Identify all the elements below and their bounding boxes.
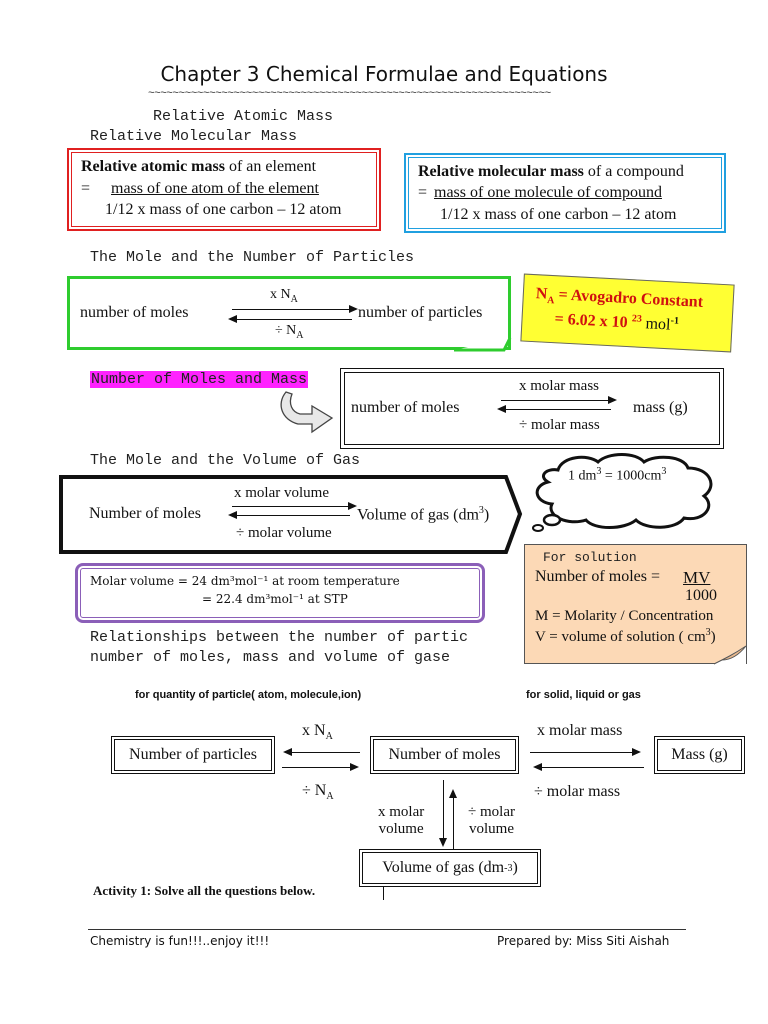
box-mass: Mass (g) bbox=[654, 736, 745, 774]
ram-box: Relative atomic mass of an element = mas… bbox=[67, 148, 381, 231]
cloud-callout bbox=[532, 453, 713, 532]
solution-note: For solution Number of moles = MV 1000 M… bbox=[524, 544, 747, 664]
box-volume-of-gas: Volume of gas (dm-3) bbox=[359, 849, 541, 887]
mg-right-label: Volume of gas (dm3) bbox=[357, 505, 490, 524]
arrowhead-to-moles-from-volume bbox=[449, 789, 457, 798]
arrow-moles-to-volume bbox=[443, 780, 444, 840]
rmm-line1: Relative molecular mass of a compound bbox=[418, 163, 684, 180]
label-x-molar-mass: x molar mass bbox=[537, 722, 623, 739]
note-solid-liquid-gas: for solid, liquid or gas bbox=[526, 689, 641, 701]
molar-volume-line1: Molar volume = 24 dm³mol⁻¹ at room tempe… bbox=[90, 574, 400, 588]
curved-arrow-icon bbox=[280, 391, 334, 434]
solution-m-def: M = Molarity / Concentration bbox=[535, 608, 714, 624]
arrowhead-to-volume bbox=[439, 838, 447, 847]
mp-top-label: x NA bbox=[270, 287, 298, 305]
text-cursor bbox=[383, 886, 384, 900]
mp-bottom-label: ÷ NA bbox=[275, 323, 304, 341]
mm-arrowhead-left bbox=[497, 405, 506, 413]
label-div-na: ÷ NA bbox=[302, 782, 334, 803]
mm-bottom-label: ÷ molar mass bbox=[519, 417, 600, 433]
ram-numerator: mass of one atom of the element bbox=[111, 180, 319, 197]
mm-left-label: number of moles bbox=[351, 399, 460, 416]
mg-arrow-left bbox=[232, 515, 350, 516]
mg-arrow-right bbox=[232, 506, 350, 507]
mp-left-label: number of moles bbox=[80, 304, 189, 321]
ram-denominator: 1/12 x mass of one carbon – 12 atom bbox=[105, 201, 342, 218]
arrow-particles-to-moles bbox=[282, 767, 352, 768]
avogadro-line2: = 6.02 x 10 23 mol-1 bbox=[554, 310, 680, 334]
note-particles: for quantity of particle( atom, molecule… bbox=[135, 689, 362, 701]
rmm-denominator: 1/12 x mass of one carbon – 12 atom bbox=[440, 206, 677, 223]
ram-line1: Relative atomic mass of an element bbox=[81, 158, 317, 175]
heading-mole-gas: The Mole and the Volume of Gas bbox=[90, 452, 361, 469]
mm-arrow-left bbox=[501, 409, 611, 410]
mg-bottom-label: ÷ molar volume bbox=[236, 525, 332, 541]
mm-arrowhead-right bbox=[608, 396, 617, 404]
molar-volume-line2: = 22.4 dm³mol⁻¹ at STP bbox=[202, 592, 348, 606]
tilde-divider: ~~~~~~~~~~~~~~~~~~~~~~~~~~~~~~~~~~~~~~~~… bbox=[148, 88, 551, 100]
footer-right: Prepared by: Miss Siti Aishah bbox=[497, 934, 670, 948]
mole-particles-box: number of moles number of particles x NA… bbox=[67, 276, 511, 350]
arrowhead-to-moles bbox=[350, 763, 359, 771]
mp-arrowhead-left bbox=[228, 315, 237, 323]
solution-v-def: V = volume of solution ( cm3) bbox=[535, 627, 716, 645]
mg-top-label: x molar volume bbox=[234, 485, 329, 501]
relationships-line1: Relationships between the number of part… bbox=[90, 629, 469, 646]
avogadro-box: NA = Avogadro Constant = 6.02 x 10 23 mo… bbox=[520, 273, 735, 353]
solution-denominator: 1000 bbox=[685, 587, 717, 604]
footer-divider bbox=[88, 929, 686, 930]
mg-arrowhead-right bbox=[348, 502, 357, 510]
arrowhead-to-mass bbox=[632, 748, 641, 756]
note-curl-corner bbox=[713, 645, 747, 665]
mp-arrow-left bbox=[232, 319, 352, 320]
mp-curl-corner bbox=[454, 337, 512, 352]
molar-volume-box: Molar volume = 24 dm³mol⁻¹ at room tempe… bbox=[75, 563, 485, 623]
mp-arrow-right bbox=[232, 309, 352, 310]
rmm-numerator: mass of one molecule of compound bbox=[434, 184, 662, 201]
mp-arrowhead-right bbox=[349, 305, 358, 313]
subtitle-rmm: Relative Molecular Mass bbox=[90, 128, 298, 145]
mp-right-label: number of particles bbox=[358, 304, 483, 321]
relationships-line2: number of moles, mass and volume of gase bbox=[90, 649, 451, 666]
heading-moles-mass: Number of Moles and Mass bbox=[90, 371, 309, 388]
solution-heading: For solution bbox=[543, 550, 637, 565]
cloud-text: 1 dm3 = 1000cm3 bbox=[568, 466, 667, 484]
rmm-box: Relative molecular mass of a compound = … bbox=[404, 153, 726, 233]
mg-left-label: Number of moles bbox=[89, 505, 201, 522]
mg-arrowhead-left bbox=[228, 511, 237, 519]
mm-right-label: mass (g) bbox=[633, 399, 688, 416]
heading-mole-particles: The Mole and the Number of Particles bbox=[90, 249, 415, 266]
box-number-of-particles: Number of particles bbox=[111, 736, 275, 774]
rmm-eq: = bbox=[418, 184, 428, 201]
arrowhead-to-particles bbox=[283, 748, 292, 756]
mole-gas-pentagon bbox=[59, 475, 523, 554]
footer-left: Chemistry is fun!!!..enjoy it!!! bbox=[90, 934, 270, 948]
arrow-volume-to-moles bbox=[453, 796, 454, 850]
label-div-molar-mass: ÷ molar mass bbox=[534, 783, 621, 800]
activity-instruction: Activity 1: Solve all the questions belo… bbox=[93, 883, 316, 898]
arrow-mass-to-moles bbox=[540, 767, 644, 768]
arrowhead-to-moles-from-mass bbox=[533, 763, 542, 771]
mm-arrow-right bbox=[501, 400, 611, 401]
solution-label: Number of moles = bbox=[535, 568, 660, 585]
mole-mass-box: number of moles mass (g) x molar mass ÷ … bbox=[340, 368, 724, 449]
mm-top-label: x molar mass bbox=[519, 378, 599, 394]
label-x-na: x NA bbox=[302, 722, 333, 743]
solution-numerator: MV bbox=[683, 568, 711, 587]
subtitle-ram: Relative Atomic Mass bbox=[153, 108, 334, 125]
ram-eq: = bbox=[81, 180, 91, 197]
box-number-of-moles: Number of moles bbox=[370, 736, 519, 774]
arrow-moles-to-mass bbox=[530, 752, 634, 753]
page-title: Chapter 3 Chemical Formulae and Equation… bbox=[160, 62, 608, 86]
arrow-moles-to-particles bbox=[290, 752, 360, 753]
